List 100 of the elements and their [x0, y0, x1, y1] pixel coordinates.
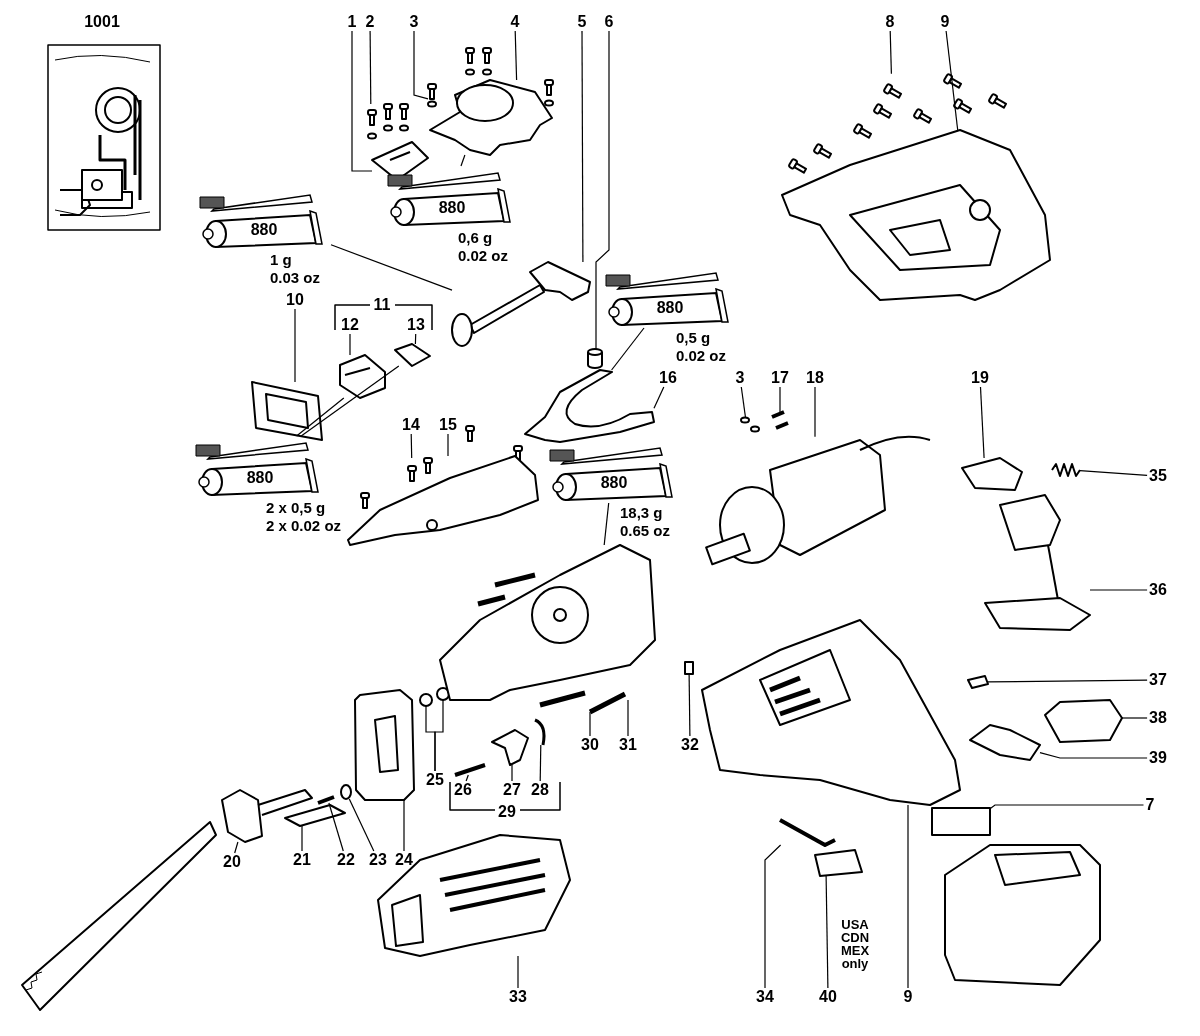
screw-set-drawing	[407, 457, 433, 482]
leader-line	[653, 386, 665, 409]
leader-line	[987, 679, 1148, 683]
group-number: 11	[373, 297, 391, 313]
screw-set-drawing	[770, 410, 790, 430]
quantity-label: 2 x 0,5 g	[266, 499, 326, 516]
callout-number: 9	[939, 14, 951, 30]
cover-drawing	[429, 79, 553, 156]
leader-line	[989, 804, 1145, 810]
leader-line	[514, 30, 518, 81]
motor-drawing	[705, 435, 931, 566]
leader-line	[517, 955, 519, 989]
quantity-label: 2 x 0.02 oz	[266, 517, 342, 534]
screw-set-drawing	[475, 572, 628, 715]
leader-line	[627, 699, 629, 737]
group-number: 29	[498, 804, 516, 820]
leader-line	[349, 333, 351, 356]
leader-line	[539, 744, 542, 782]
leader-line	[907, 804, 909, 989]
housing-drawing	[701, 619, 961, 806]
clip-drawing	[339, 354, 386, 399]
callout-number: 4	[509, 14, 521, 30]
switch-cover-drawing	[961, 457, 1023, 491]
leader-line	[301, 825, 303, 852]
rating-label-drawing	[931, 807, 991, 836]
base-plate-drawing	[354, 689, 415, 801]
gear-housing-drawing	[439, 544, 656, 701]
callout-number: 18	[805, 370, 825, 386]
callout-number: 19	[970, 370, 990, 386]
leader-line	[434, 699, 444, 772]
contact-plate-drawing	[1044, 699, 1123, 743]
leader-line	[889, 30, 892, 75]
contact-drawing	[969, 724, 1041, 761]
washer-drawing	[340, 784, 352, 800]
guard-drawing	[347, 455, 539, 546]
quantity-label: 1 g	[270, 251, 292, 268]
callout-number: 3	[734, 370, 746, 386]
grease-number: 880	[245, 469, 275, 487]
quantity-label: 18,3 g	[620, 504, 663, 521]
u-plate-drawing	[524, 369, 655, 443]
callout-number: 33	[508, 989, 528, 1005]
leader-line	[814, 386, 816, 438]
leader-line	[296, 397, 345, 437]
leader-line	[328, 802, 344, 852]
lever-drawing	[491, 729, 529, 766]
callout-number: 1001	[84, 14, 120, 30]
callout-number: 27	[502, 782, 522, 798]
switch-assembly-drawing	[984, 494, 1091, 631]
callout-number: 38	[1148, 710, 1168, 726]
leader-line	[351, 30, 373, 172]
callout-number: 32	[680, 737, 700, 753]
leader-line	[403, 799, 405, 852]
plunger-rod-drawing	[451, 261, 591, 347]
leader-line	[1079, 470, 1148, 476]
leader-line	[581, 30, 584, 263]
leader-line	[688, 673, 691, 737]
slide-plate-drawing	[284, 804, 346, 827]
leader-line	[825, 875, 829, 989]
blade-clamp-drawing	[221, 789, 313, 843]
callout-number: 7	[1144, 797, 1156, 813]
leader-line	[1121, 717, 1148, 719]
callout-number: 40	[818, 989, 838, 1005]
callout-number: 30	[580, 737, 600, 753]
leader-line	[330, 244, 453, 291]
callout-number: 31	[618, 737, 638, 753]
leader-line	[611, 327, 645, 371]
screw-set-drawing	[427, 47, 554, 108]
callout-number: 16	[658, 370, 678, 386]
screw-set-drawing	[787, 72, 1008, 174]
leader-line	[413, 30, 429, 100]
grease-number: 880	[249, 221, 279, 239]
leader-line	[300, 365, 400, 437]
callout-number: 14	[401, 417, 421, 433]
callout-number: 34	[755, 989, 775, 1005]
leader-line	[410, 433, 413, 459]
quantity-label: 0,6 g	[458, 229, 493, 246]
callout-number: 8	[884, 14, 896, 30]
screw-set-drawing	[367, 103, 409, 140]
grease-number: 880	[655, 299, 685, 317]
leader-line	[595, 30, 610, 350]
leader-line	[511, 764, 513, 782]
sticker-drawing	[814, 849, 863, 877]
grease-number: 880	[437, 199, 467, 217]
callout-number: 9	[902, 989, 914, 1005]
quantity-label: 0.02 oz	[676, 347, 727, 364]
quantity-label: 0.03 oz	[270, 269, 321, 286]
callout-number: 37	[1148, 672, 1168, 688]
bolt-drawing	[436, 687, 450, 701]
leader-line	[589, 711, 591, 737]
hex-key-drawing	[779, 818, 836, 847]
callout-number: 3	[408, 14, 420, 30]
pin-drawing	[967, 675, 989, 689]
pin-drawing	[684, 661, 694, 675]
sleeve-drawing	[587, 348, 603, 369]
callout-number: 22	[336, 852, 356, 868]
callout-number: 23	[368, 852, 388, 868]
pad-drawing	[394, 343, 431, 367]
quantity-label: 0,5 g	[676, 329, 711, 346]
callout-number: 10	[285, 292, 305, 308]
note-text: USA CDN MEX only	[839, 918, 871, 970]
